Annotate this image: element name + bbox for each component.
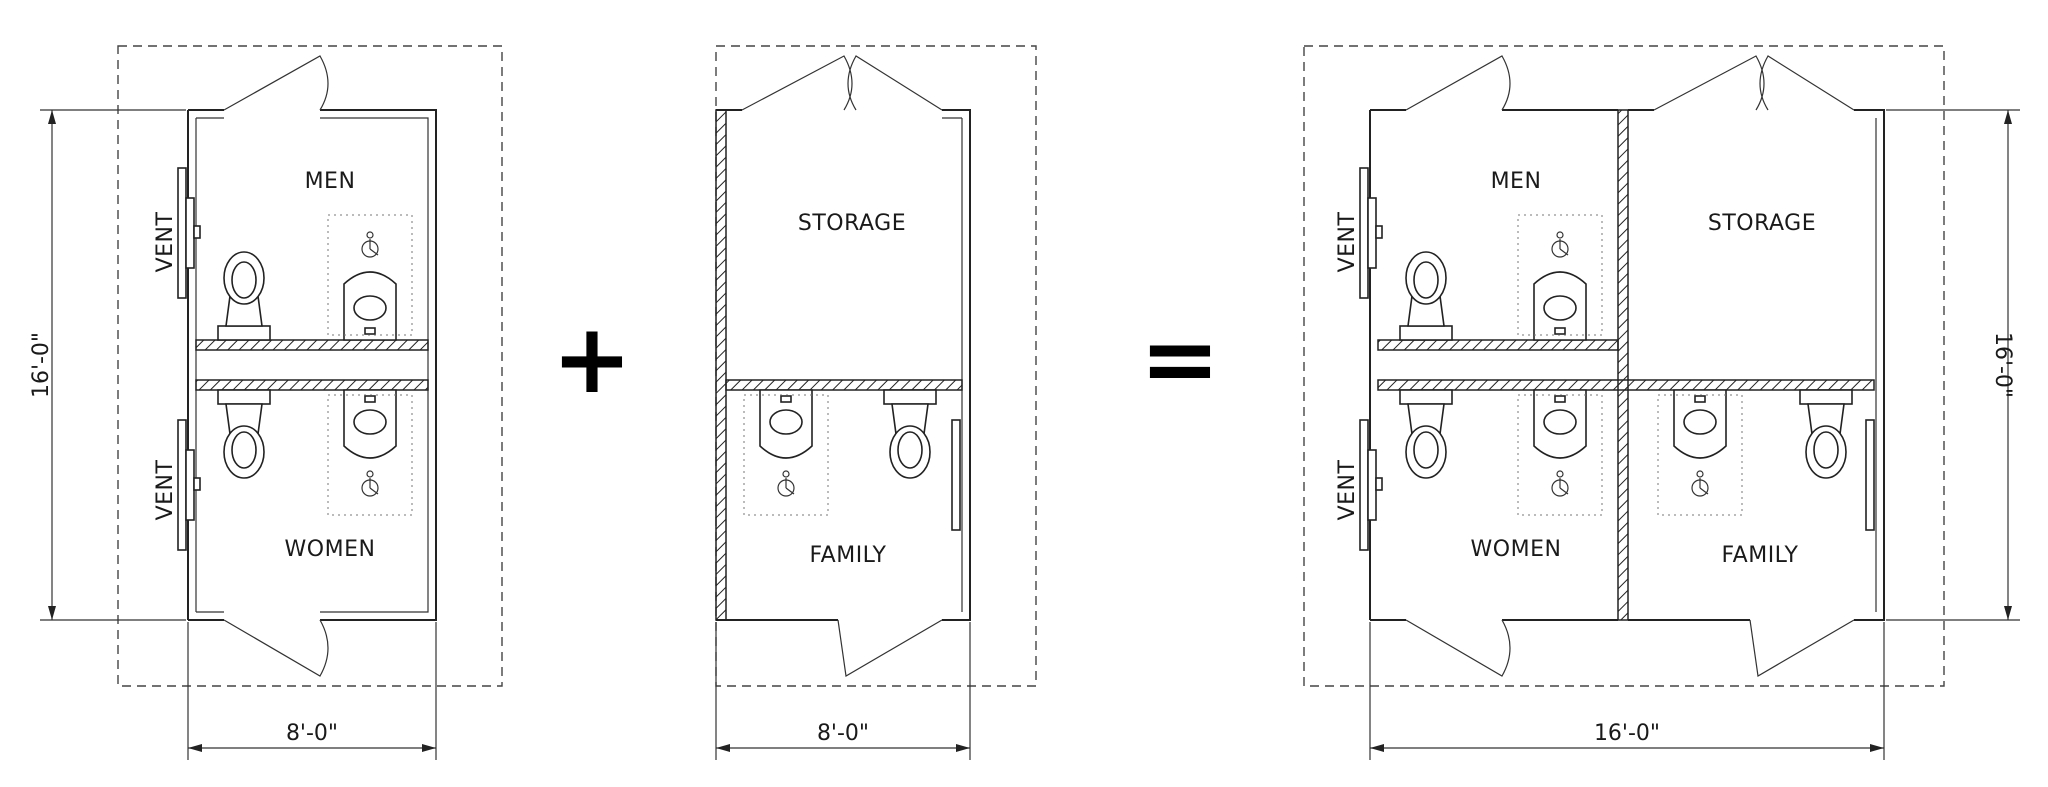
sink-icon bbox=[759, 389, 813, 459]
door-swing bbox=[1405, 619, 1511, 677]
room-label-storage: STORAGE bbox=[1708, 211, 1816, 236]
toilet-icon bbox=[1399, 389, 1453, 479]
module-footprint bbox=[715, 45, 1037, 687]
room-label-family: FAMILY bbox=[810, 543, 887, 568]
accessibility-icon bbox=[1551, 470, 1569, 497]
sink-icon bbox=[1533, 271, 1587, 341]
accessibility-icon bbox=[1551, 231, 1569, 258]
toilet-icon bbox=[1799, 389, 1853, 479]
dimension-width: 16'-0" bbox=[1594, 721, 1660, 746]
room-label-men: MEN bbox=[305, 169, 356, 194]
module-footprint bbox=[117, 45, 503, 687]
toilet-icon bbox=[1399, 251, 1453, 341]
door-swing bbox=[1759, 55, 1855, 111]
accessibility-icon bbox=[1691, 470, 1709, 497]
door-swing bbox=[847, 55, 943, 111]
door-swing bbox=[1405, 55, 1511, 111]
dimension-width: 8'-0" bbox=[286, 721, 338, 746]
dimension-width: 8'-0" bbox=[817, 721, 869, 746]
plan-storage-module: STORAGE FAMILY 8'-0" bbox=[715, 45, 1037, 760]
sink-icon bbox=[343, 271, 397, 341]
dimension-height: 16'-0" bbox=[29, 332, 54, 398]
vent-label: VENT bbox=[153, 460, 178, 521]
vent-window-icon bbox=[1865, 419, 1875, 531]
toilet-icon bbox=[217, 389, 271, 479]
toilet-icon bbox=[883, 389, 937, 479]
equals-operator: = bbox=[1140, 303, 1220, 415]
toilet-icon bbox=[217, 251, 271, 341]
door-swing bbox=[223, 55, 329, 111]
plus-operator: + bbox=[552, 303, 632, 415]
dimension-height: 16'-0" bbox=[1990, 332, 2015, 398]
accessibility-icon bbox=[777, 470, 795, 497]
room-label-storage: STORAGE bbox=[798, 211, 906, 236]
accessibility-icon bbox=[361, 231, 379, 258]
module-footprint bbox=[1303, 45, 1945, 687]
sink-icon bbox=[1673, 389, 1727, 459]
plan-restroom-module: MEN WOMEN VENT VENT 16'-0" 8'-0" bbox=[29, 45, 503, 760]
accessibility-icon bbox=[361, 470, 379, 497]
door-swing bbox=[223, 619, 329, 677]
vent-window-icon bbox=[951, 419, 961, 531]
plan-combined-module: MEN WOMEN STORAGE FAMILY VENT VENT 16'-0… bbox=[1303, 45, 2020, 760]
door-swing bbox=[1653, 55, 1765, 111]
room-label-women: WOMEN bbox=[285, 537, 376, 562]
room-label-men: MEN bbox=[1491, 169, 1542, 194]
door-swing bbox=[741, 55, 853, 111]
room-label-women: WOMEN bbox=[1471, 537, 1562, 562]
door-swing bbox=[1749, 619, 1855, 677]
vent-label: VENT bbox=[153, 212, 178, 273]
door-swing bbox=[837, 619, 943, 677]
sink-icon bbox=[343, 389, 397, 459]
room-label-family: FAMILY bbox=[1722, 543, 1799, 568]
sink-icon bbox=[1533, 389, 1587, 459]
vent-label: VENT bbox=[1335, 460, 1360, 521]
vent-label: VENT bbox=[1335, 212, 1360, 273]
